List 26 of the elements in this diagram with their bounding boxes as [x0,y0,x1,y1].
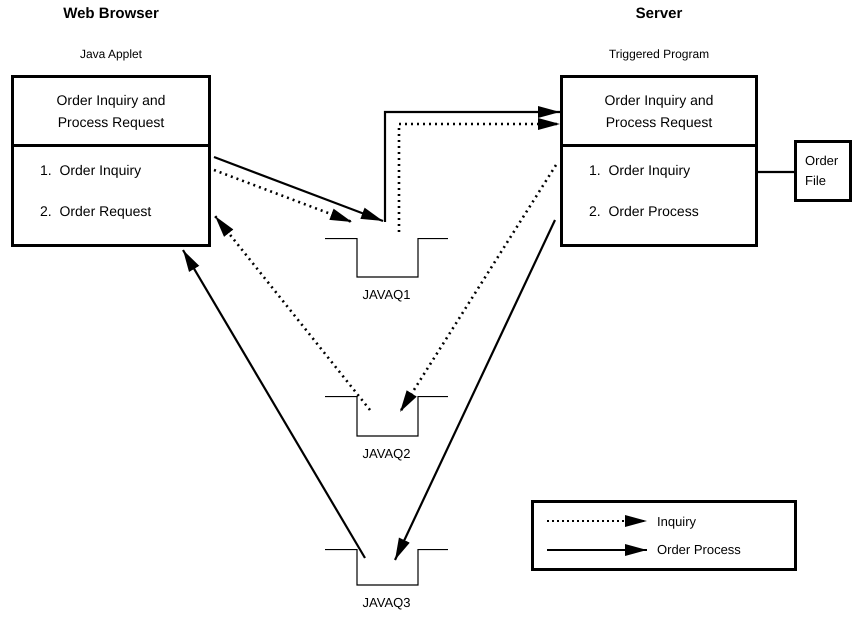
arrow [394,220,556,560]
arrow [398,164,558,413]
arrow [214,168,352,224]
step-text: 1. Order Inquiry [589,161,692,180]
connector-line [758,170,794,174]
arrow [398,118,560,232]
step-text: 1. Order Inquiry [40,161,142,180]
program-type-label: Triggered Program [608,46,710,63]
program-title: Order Inquiry and Process Request [604,91,714,132]
queue-label: JAVAQ3 [362,594,412,612]
step-text: 2. Order Request [40,202,152,221]
queue-label: JAVAQ2 [362,445,412,463]
arrow [384,106,560,222]
program-title: Order Inquiry and Process Request [56,91,166,132]
file-box [794,140,852,202]
arrow [214,215,372,411]
legend-label: Inquiry [657,512,696,531]
queue-label: JAVAQ1 [362,286,412,304]
column-heading: Web Browser [62,4,160,24]
legend-label: Order Process [657,541,741,559]
arrow [182,249,366,559]
program-type-label: Java Applet [78,46,144,63]
arrow [214,156,384,222]
column-heading: Server [634,4,684,24]
step-text: 2. Order Process [589,202,700,221]
file-label: Order File [805,152,840,190]
